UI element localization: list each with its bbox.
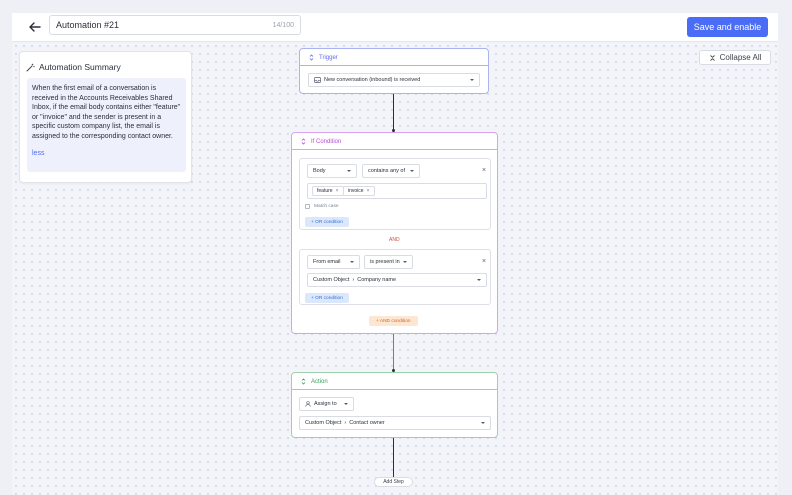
- summary-text: When the first email of a conversation i…: [32, 85, 181, 140]
- chevron-down-icon: [344, 403, 348, 405]
- action-type-select[interactable]: Assign to: [299, 397, 354, 411]
- value-chip: feature ×: [312, 186, 344, 196]
- card-divider: [300, 65, 488, 66]
- add-and-condition-button[interactable]: + AND condition: [369, 316, 418, 326]
- if-condition-card[interactable]: If Condition Body contains any of × feat…: [291, 132, 498, 334]
- match-case-checkbox[interactable]: [305, 204, 310, 209]
- summary-less-link[interactable]: less: [32, 149, 45, 157]
- path-object: Custom Object: [313, 277, 350, 283]
- condition-field-value: From email: [313, 259, 341, 265]
- chip-label: feature: [317, 188, 333, 194]
- connector-line: [393, 334, 394, 372]
- action-title: Action: [311, 378, 328, 385]
- chip-remove-icon[interactable]: ×: [366, 188, 370, 194]
- action-card[interactable]: Action Assign to Custom Object › Contact…: [291, 372, 498, 438]
- remove-condition-icon[interactable]: ×: [482, 258, 487, 265]
- condition-operator-select[interactable]: is present in: [364, 255, 413, 269]
- chip-remove-icon[interactable]: ×: [335, 188, 339, 194]
- collapse-chevron-icon[interactable]: [301, 138, 306, 145]
- automation-name-input[interactable]: Automation #21 14/100: [49, 15, 301, 35]
- summary-header: Automation Summary: [26, 62, 121, 72]
- chevron-down-icon: [477, 279, 481, 281]
- connector-line: [393, 94, 394, 132]
- back-arrow-icon[interactable]: [26, 18, 44, 36]
- trigger-select[interactable]: New conversation (inbound) is received: [308, 73, 480, 87]
- top-bar: Automation #21 14/100 Save and enable: [12, 13, 778, 42]
- add-step-button[interactable]: Add Step: [374, 477, 413, 487]
- automation-summary-panel: Automation Summary When the first email …: [19, 51, 192, 183]
- condition-field-select[interactable]: Body: [307, 164, 357, 178]
- and-separator: AND: [389, 237, 400, 243]
- add-or-condition-button[interactable]: + OR condition: [305, 293, 349, 303]
- value-chip: invoice ×: [343, 186, 375, 196]
- trigger-value: New conversation (inbound) is received: [324, 77, 421, 83]
- condition-group-2: From email is present in × Custom Object…: [299, 249, 491, 305]
- condition-group-1: Body contains any of × feature × invoice…: [299, 158, 491, 230]
- connector-line: [393, 438, 394, 478]
- card-divider: [292, 389, 497, 390]
- remove-condition-icon[interactable]: ×: [482, 167, 487, 174]
- condition-operator-select[interactable]: contains any of: [362, 164, 420, 178]
- path-field: Company name: [357, 277, 397, 283]
- magic-wand-icon: [26, 63, 35, 71]
- connector-dot: [392, 129, 395, 132]
- collapse-all-button[interactable]: Collapse All: [699, 50, 771, 65]
- collapse-chevron-icon[interactable]: [309, 54, 314, 61]
- connector-dot: [392, 369, 395, 372]
- path-field: Contact owner: [349, 420, 385, 426]
- match-case-option[interactable]: Match case: [305, 204, 339, 209]
- condition-operator-value: contains any of: [368, 168, 405, 174]
- match-case-label: Match case: [314, 204, 339, 209]
- char-count: 14/100: [272, 21, 294, 29]
- condition-field-value: Body: [313, 168, 326, 174]
- if-condition-header[interactable]: If Condition: [301, 138, 341, 145]
- chevron-down-icon: [403, 261, 407, 263]
- trigger-title: Trigger: [319, 54, 338, 61]
- automation-name-value[interactable]: Automation #21: [56, 20, 120, 30]
- chevron-down-icon: [347, 170, 351, 172]
- path-object: Custom Object: [305, 420, 342, 426]
- collapse-icon: [709, 54, 715, 61]
- assignee-select[interactable]: Custom Object › Contact owner: [299, 416, 491, 430]
- collapse-all-label: Collapse All: [719, 53, 762, 62]
- chevron-right-icon: ›: [352, 277, 355, 283]
- trigger-header[interactable]: Trigger: [309, 54, 338, 61]
- condition-operator-value: is present in: [370, 259, 400, 265]
- action-header[interactable]: Action: [301, 378, 328, 385]
- trigger-card[interactable]: Trigger New conversation (inbound) is re…: [299, 48, 489, 94]
- chevron-down-icon: [410, 170, 414, 172]
- chevron-right-icon: ›: [344, 420, 347, 426]
- chip-label: invoice: [348, 188, 364, 194]
- inbox-icon: [314, 77, 321, 83]
- chevron-down-icon: [481, 422, 485, 424]
- add-or-condition-button[interactable]: + OR condition: [305, 217, 349, 227]
- summary-title: Automation Summary: [39, 62, 121, 72]
- action-type-value: Assign to: [314, 401, 337, 407]
- chevron-down-icon: [470, 79, 474, 81]
- collapse-chevron-icon[interactable]: [301, 378, 306, 385]
- if-condition-title: If Condition: [311, 138, 342, 145]
- chevron-down-icon: [350, 261, 354, 263]
- summary-body: When the first email of a conversation i…: [27, 78, 186, 172]
- condition-field-select[interactable]: From email: [307, 255, 360, 269]
- custom-object-select[interactable]: Custom Object › Company name: [307, 273, 487, 287]
- user-icon: [305, 401, 311, 407]
- save-and-enable-button[interactable]: Save and enable: [687, 17, 768, 37]
- card-divider: [292, 149, 497, 150]
